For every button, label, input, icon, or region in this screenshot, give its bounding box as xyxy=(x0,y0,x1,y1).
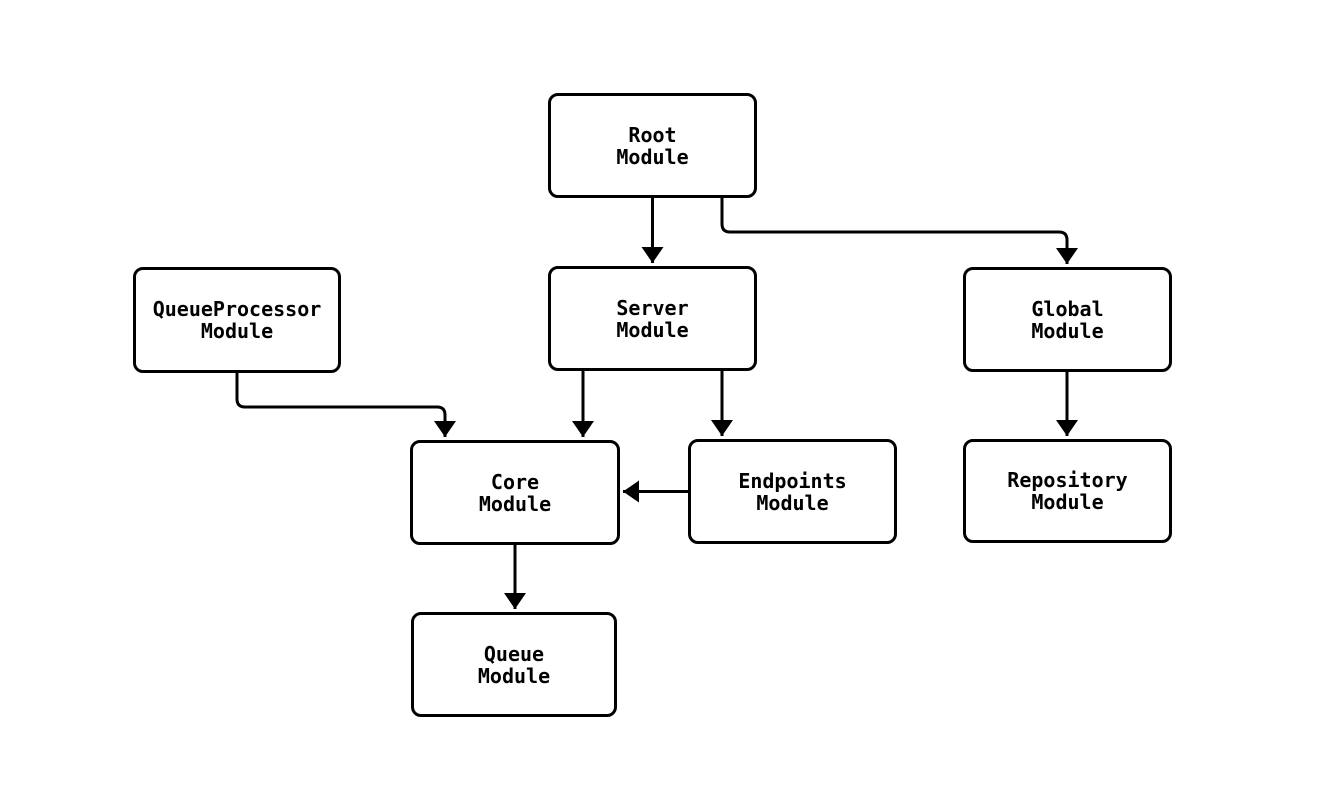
node-label-line: Endpoints xyxy=(738,468,847,493)
node-label-line: Server xyxy=(616,295,689,320)
node-label-line: Global xyxy=(1031,296,1104,321)
node-core-module: Core Module xyxy=(410,440,620,545)
node-label-line: Module xyxy=(756,490,829,515)
node-repository-module: Repository Module xyxy=(963,439,1172,543)
node-label-line: Module xyxy=(1031,318,1104,343)
node-root-module: Root Module xyxy=(548,93,757,198)
node-label-line: Root xyxy=(628,122,677,147)
node-label-line: Repository xyxy=(1007,468,1128,492)
node-label-line: Module xyxy=(478,491,552,516)
node-server-module: Server Module xyxy=(548,266,757,371)
node-label-line: Module xyxy=(477,663,551,688)
edge-queueprocessor-to-core xyxy=(235,373,456,437)
node-label-line: QueueProcessor xyxy=(152,297,322,321)
node-label-line: Core xyxy=(490,469,540,494)
node-label-line: Module xyxy=(1031,490,1104,514)
node-label-line: Module xyxy=(616,144,689,169)
node-queueprocessor-module: QueueProcessor Module xyxy=(133,267,341,373)
node-label-line: Module xyxy=(616,317,689,342)
edge-root-to-global xyxy=(720,198,1078,264)
node-global-module: Global Module xyxy=(963,267,1172,372)
node-label-line: Module xyxy=(200,319,274,343)
node-endpoints-module: Endpoints Module xyxy=(688,439,897,544)
node-label-line: Queue xyxy=(483,641,545,666)
node-queue-module: Queue Module xyxy=(411,612,617,717)
